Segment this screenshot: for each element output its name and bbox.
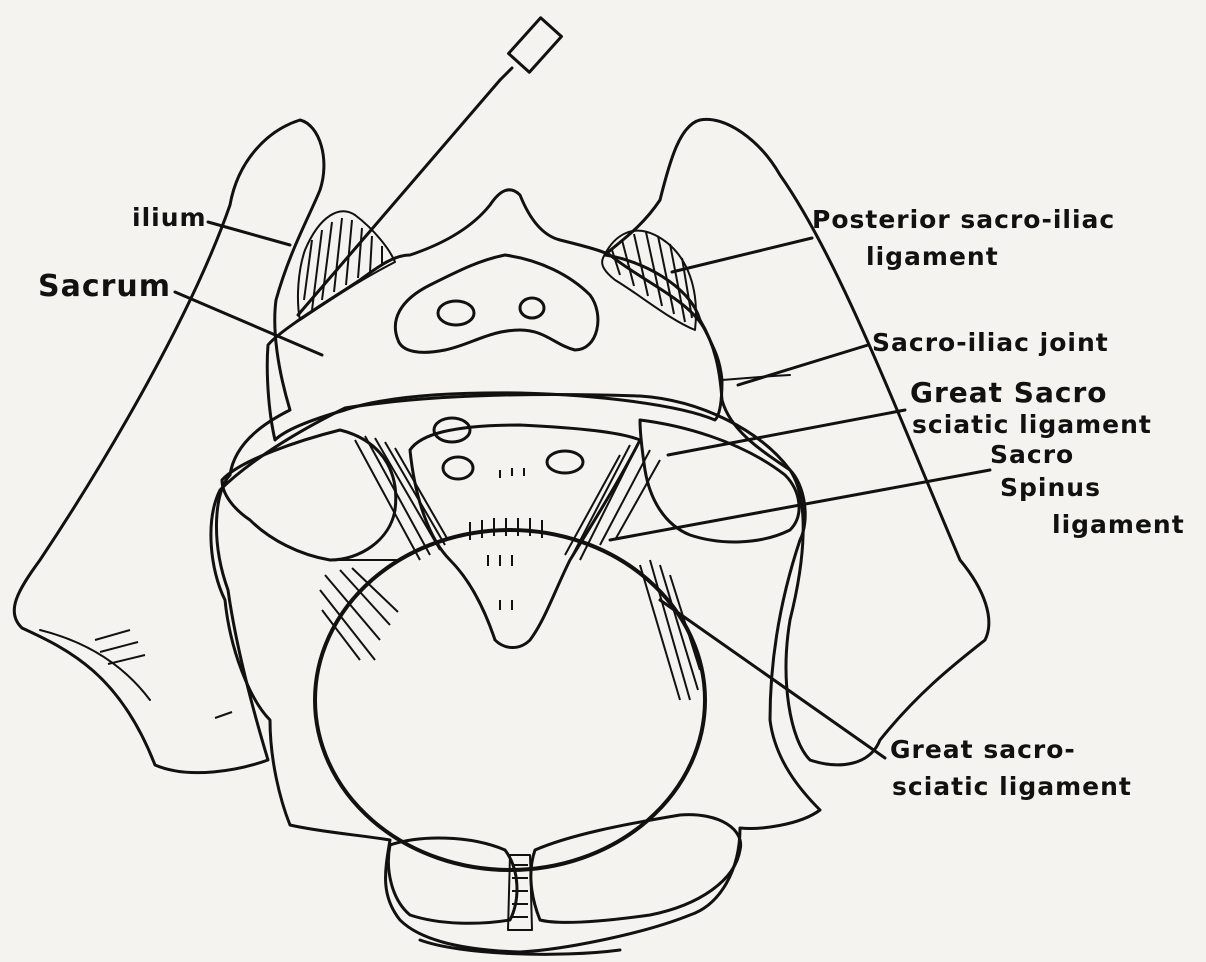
label-sacrospinus-line1: Sacro: [990, 440, 1074, 469]
label-sacroiliac-joint: Sacro-iliac joint: [872, 328, 1109, 357]
left-acetabulum: [222, 430, 396, 560]
coccyx-marks: [470, 468, 542, 610]
pelvic-outlet: [315, 530, 705, 870]
right-acetabulum: [640, 420, 799, 542]
label-posterior-sacroiliac-line1: Posterior sacro-iliac: [812, 205, 1115, 234]
leader-sacroiliac-joint: [738, 345, 868, 385]
label-great-sacrosciatic-lower-line1: Great sacro-: [890, 735, 1076, 764]
label-sacrum: Sacrum: [38, 272, 171, 301]
needle-syringe: [298, 18, 561, 315]
label-great-sacrosciatic-upper-line1: Great Sacro: [910, 378, 1108, 407]
label-great-sacrosciatic-upper-line2: sciatic ligament: [912, 410, 1152, 439]
leader-sacrum: [175, 292, 322, 355]
label-great-sacrosciatic-lower-line2: sciatic ligament: [892, 772, 1132, 801]
leader-posterior-ligament: [672, 238, 812, 272]
label-ilium: ilium: [132, 203, 207, 232]
label-sacrospinus-line2: Spinus: [1000, 473, 1101, 502]
leader-sacrospinus: [610, 470, 990, 540]
left-ligament-fibers: [320, 436, 448, 660]
label-posterior-sacroiliac-line2: ligament: [866, 242, 999, 271]
pubic-bones: [388, 815, 740, 924]
label-sacrospinus-line3: ligament: [1052, 510, 1185, 539]
left-ilium-hatch: [95, 630, 232, 718]
sacrum: [267, 190, 722, 440]
